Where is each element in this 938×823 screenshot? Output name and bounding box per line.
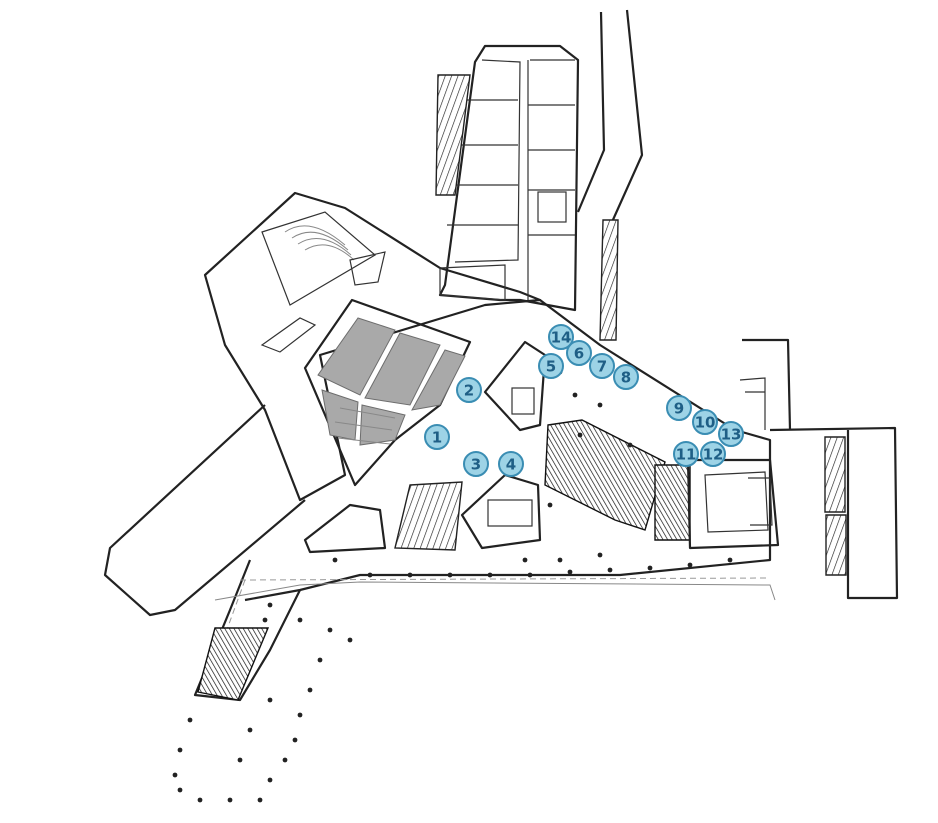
location-marker-5[interactable]: 5: [538, 353, 564, 379]
stairs: [197, 219, 847, 701]
location-marker-9[interactable]: 9: [666, 395, 692, 421]
east-platform-stair-2: [825, 514, 847, 576]
seating-block-5: [411, 349, 466, 411]
marker-label: 12: [703, 446, 724, 464]
marker-circle: [538, 353, 564, 379]
east-platform-stair-1: [824, 436, 846, 513]
marker-circle: [548, 324, 574, 350]
marker-circle: [463, 451, 489, 477]
concourse-axis: [239, 577, 771, 581]
marker-circle: [692, 409, 718, 435]
marker-circle: [613, 364, 639, 390]
north-road-edge-1: [576, 11, 606, 213]
marker-label: 9: [674, 400, 684, 418]
location-marker-11[interactable]: 11: [673, 441, 699, 467]
marker-label: 14: [551, 329, 572, 347]
column-grid: [172, 369, 733, 803]
main-hall: [303, 298, 472, 487]
marker-circle: [718, 421, 744, 447]
marker-circle: [498, 451, 524, 477]
marker-label: 6: [574, 345, 584, 363]
central-escalator-bank: [544, 419, 666, 531]
east-escalator: [654, 464, 691, 541]
seating-block-2: [364, 332, 441, 406]
marker-circle: [673, 441, 699, 467]
location-marker-13[interactable]: 13: [718, 421, 744, 447]
seating-block-4: [359, 404, 406, 446]
southwest-ramp-wall: [193, 559, 301, 702]
location-marker-1[interactable]: 1: [424, 424, 450, 450]
marker-label: 1: [432, 429, 442, 447]
marker-label: 7: [597, 358, 607, 376]
east-annex-wall: [742, 338, 792, 431]
core-west: [303, 503, 387, 554]
main-concourse-wall: [244, 299, 772, 602]
marker-label: 8: [621, 369, 631, 387]
seating-block-1: [317, 317, 396, 396]
marker-circle: [589, 353, 615, 379]
west-wing-wall: [203, 191, 542, 502]
core-south: [460, 473, 542, 550]
building-outline: [103, 9, 899, 702]
core-north: [483, 340, 547, 432]
southwest-arm-wall: [103, 404, 306, 617]
road-stair: [599, 219, 619, 341]
west-auditorium: [260, 211, 386, 353]
marker-circle: [424, 424, 450, 450]
marker-label: 5: [546, 358, 556, 376]
building-cores: [303, 340, 780, 554]
marker-circle: [456, 377, 482, 403]
marker-label: 11: [676, 446, 697, 464]
marker-label: 4: [506, 456, 516, 474]
south-stair: [394, 481, 463, 551]
marker-circle: [566, 340, 592, 366]
east-corridor: [739, 377, 766, 430]
east-escalator-hall: [686, 458, 780, 550]
location-marker-7[interactable]: 7: [589, 353, 615, 379]
marker-label: 3: [471, 456, 481, 474]
marker-label: 2: [464, 382, 474, 400]
location-marker-2[interactable]: 2: [456, 377, 482, 403]
location-marker-8[interactable]: 8: [613, 364, 639, 390]
marker-label: 10: [695, 414, 716, 432]
seating-block-3: [321, 389, 359, 441]
location-marker-3[interactable]: 3: [463, 451, 489, 477]
lower-concourse-edge: [214, 581, 776, 601]
location-marker-4[interactable]: 4: [498, 451, 524, 477]
location-marker-10[interactable]: 10: [692, 409, 718, 435]
marker-circle: [666, 395, 692, 421]
southwest-ramp-stair: [197, 627, 270, 701]
location-marker-6[interactable]: 6: [566, 340, 592, 366]
north-tower-rooms: [435, 59, 575, 301]
marker-circle: [700, 441, 726, 467]
location-marker-12[interactable]: 12: [700, 441, 726, 467]
east-platform-wall: [769, 426, 899, 600]
marker-label: 13: [721, 426, 742, 444]
tower-fire-stair: [435, 74, 471, 196]
location-marker-14[interactable]: 14: [548, 324, 574, 350]
